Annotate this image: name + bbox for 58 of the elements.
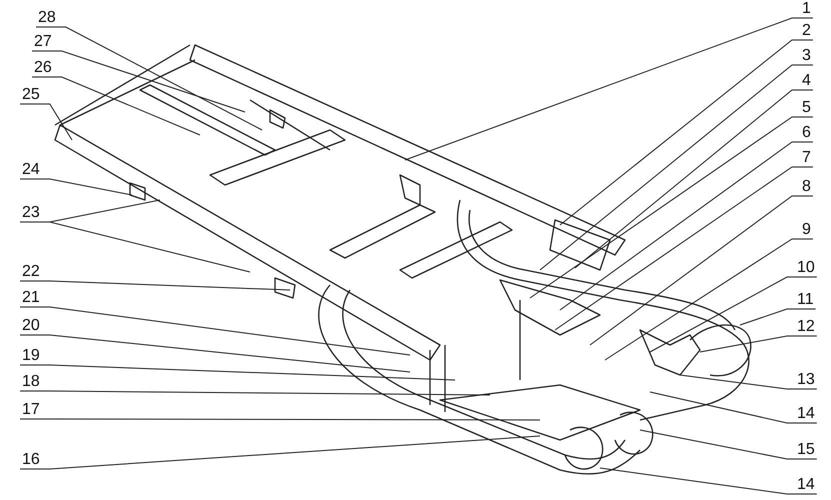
leader-line [600, 468, 818, 494]
leader-line [530, 116, 814, 298]
callout-number: 9 [800, 221, 813, 239]
leader-line [560, 40, 814, 226]
callout-number: 6 [800, 124, 813, 142]
callout-number: 22 [20, 263, 42, 281]
callout-number: 14 [795, 405, 817, 423]
callout-number: 18 [20, 373, 42, 391]
leader-line [540, 64, 814, 270]
leader-line [20, 390, 490, 396]
callout-number: 17 [20, 401, 42, 419]
leader-line [20, 222, 250, 272]
callout-number: 21 [20, 289, 42, 307]
leader-line [404, 18, 814, 160]
callout-number: 7 [800, 149, 813, 167]
leader-line [680, 374, 818, 390]
callout-number: 20 [20, 317, 42, 335]
callout-number: 14 [795, 476, 817, 494]
leader-line [604, 238, 814, 360]
callout-number: 24 [20, 161, 42, 179]
leader-line [740, 308, 816, 326]
leader-line [20, 334, 410, 372]
callout-number: 25 [20, 86, 42, 104]
callout-number: 28 [36, 9, 58, 27]
callout-number: 16 [20, 451, 42, 469]
leader-line [20, 418, 540, 420]
callout-number: 12 [795, 318, 817, 336]
leader-line [560, 142, 814, 310]
leader-line [32, 50, 246, 112]
leader-line [20, 280, 290, 290]
callout-number: 8 [800, 178, 813, 196]
callout-number: 5 [800, 99, 813, 117]
leader-line [650, 392, 818, 424]
callout-number: 15 [795, 441, 817, 459]
callout-number: 26 [32, 59, 54, 77]
leader-line [20, 178, 132, 196]
callout-number: 1 [800, 0, 813, 18]
leader-line [36, 26, 262, 130]
callout-number: 11 [795, 291, 816, 309]
leader-line [20, 436, 540, 470]
callout-number: 10 [795, 259, 817, 277]
leader-line [590, 196, 814, 346]
leader-line [554, 166, 814, 330]
callout-number: 3 [800, 47, 813, 65]
callout-number: 4 [800, 72, 813, 90]
callout-number: 19 [20, 347, 42, 365]
callout-number: 2 [800, 22, 813, 40]
callout-number: 27 [32, 33, 54, 51]
leader-line [650, 276, 818, 352]
leader-line [20, 364, 456, 380]
leader-line [32, 76, 200, 136]
leader-line [20, 104, 72, 140]
leader-line [20, 306, 410, 356]
callout-number: 23 [20, 204, 42, 222]
callout-number: 13 [795, 371, 817, 389]
leader-line [700, 336, 818, 352]
leader-line [640, 430, 818, 460]
leader-line [574, 90, 814, 268]
